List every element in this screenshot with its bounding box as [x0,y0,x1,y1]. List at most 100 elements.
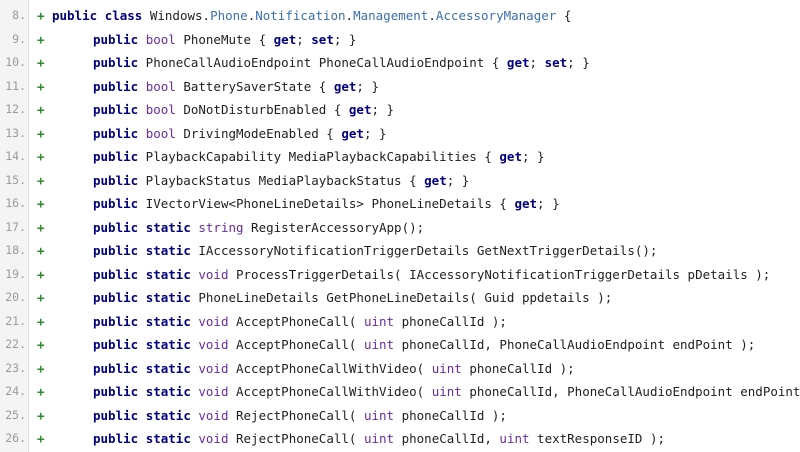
plain-token: ; } [567,55,590,70]
keyword-token: get [514,196,538,211]
plain-token: RejectPhoneCall( [228,431,364,446]
code-text: public static void AcceptPhoneCall( uint… [93,310,507,334]
keyword-token: public [93,360,139,376]
keyword-token: set [311,31,334,47]
added-line-marker: + [37,337,45,352]
keyword-token: public [93,266,139,282]
plain-token: Windows. [142,8,211,23]
type-token: void [198,431,229,446]
code-text: public PhoneCallAudioEndpoint PhoneCallA… [93,51,590,75]
added-line-marker: + [37,78,45,94]
plain-token: . [428,8,436,23]
keyword-token: static [145,360,191,376]
type-token: bool [145,31,176,47]
plain-token: AcceptPhoneCallWithVideo( [228,360,432,376]
plain-token: ; } [333,31,357,47]
keyword-token: static [145,266,191,282]
code-text: public static void AcceptPhoneCallWithVi… [93,357,575,381]
added-line-marker: + [37,102,45,117]
code-line: 13.+public bool DrivingModeEnabled { get… [0,122,800,146]
plain-token [138,102,146,117]
line-number: 26. [5,431,26,445]
keyword-token: get [333,78,357,94]
type-token: uint [431,384,462,399]
type-token: string [198,219,244,235]
line-number: 25. [5,407,26,422]
plain-token: { [556,8,572,23]
plain-token: ; } [356,78,379,94]
type-token: void [198,313,229,329]
type-token: bool [145,78,176,94]
keyword-token: public [93,172,139,188]
plain-token: DrivingModeEnabled { [175,125,342,141]
plain-token: AcceptPhoneCall( [228,313,364,329]
keyword-token: static [145,313,191,329]
type-token: void [198,360,229,376]
plain-token [138,290,146,305]
line-number: 11. [5,78,26,93]
keyword-token: get [506,55,530,70]
keyword-token: public [93,219,139,235]
keyword-token: get [424,172,447,188]
type-token: uint [363,407,395,423]
code-text: public IVectorView<PhoneLineDetails> Pho… [93,192,560,216]
added-line-marker: + [37,360,45,376]
plain-token: phoneCallId ); [394,407,507,423]
code-text: public static void ProcessTriggerDetails… [93,263,770,287]
code-line: 24.+public static void AcceptPhoneCallWi… [0,380,800,404]
keyword-token: public [93,290,139,305]
added-line-marker: + [37,407,45,423]
line-number: 12. [5,102,26,116]
plain-token: ; } [446,172,470,188]
code-text: public static PhoneLineDetails GetPhoneL… [93,286,612,310]
added-line-marker: + [37,266,45,282]
plain-token [138,314,146,329]
added-line-marker: + [37,290,45,305]
namespace-token: Management [353,8,429,23]
line-number: 9. [12,31,26,46]
namespace-token: Phone [210,8,248,23]
plain-token: ; } [537,196,560,211]
line-number: 23. [5,360,26,375]
type-token: uint [431,360,462,376]
code-text: public static void AcceptPhoneCallWithVi… [93,380,800,404]
added-line-marker: + [37,431,45,446]
plain-token: IAccessoryNotificationTriggerDetails Get… [190,243,658,258]
keyword-token: public [93,149,139,164]
plain-token [138,79,146,94]
keyword-token: public [93,102,139,117]
line-number: 10. [5,55,26,69]
keyword-token: public [93,407,139,423]
line-number: 22. [5,337,26,351]
added-line-marker: + [37,125,45,141]
code-line: 12. + public bool DoNotDisturbEnabled { ge… [0,98,800,122]
plain-token: . [247,8,256,23]
code-text: public bool DoNotDisturbEnabled { get; } [93,98,394,122]
added-line-marker: + [37,55,45,70]
code-line: 16.+public IVectorView<PhoneLineDetails>… [0,192,800,216]
added-line-marker: + [37,243,45,258]
type-token: uint [363,337,395,352]
plain-token: phoneCallId ); [394,313,507,329]
keyword-token: get [273,31,297,47]
plain-token: RegisterAccessoryApp(); [243,219,425,235]
keyword-token: public [93,243,139,258]
line-number: 21. [5,313,26,328]
type-token: bool [145,102,176,117]
keyword-token: public [93,337,139,352]
plain-token: ProcessTriggerDetails( IAccessoryNotific… [228,266,771,282]
added-line-marker: + [37,31,45,47]
code-line: 9.+public bool PhoneMute { get; set; } [0,28,800,52]
code-line: 20.+public static PhoneLineDetails GetPh… [0,286,800,310]
code-line: 25.+public static void RejectPhoneCall( … [0,404,800,428]
keyword-token: static [145,337,191,352]
line-number: 17. [5,219,26,234]
line-number: 19. [5,266,26,281]
code-line: 14.+public PlaybackCapability MediaPlayb… [0,145,800,169]
code-text: public bool DrivingModeEnabled { get; } [93,122,387,146]
plain-token: RejectPhoneCall( [228,407,364,423]
code-line: 11.+public bool BatterySaverState { get;… [0,75,800,99]
plain-token [138,32,146,47]
plain-token: ; } [521,149,545,164]
plain-token: AcceptPhoneCallWithVideo( [228,384,432,399]
